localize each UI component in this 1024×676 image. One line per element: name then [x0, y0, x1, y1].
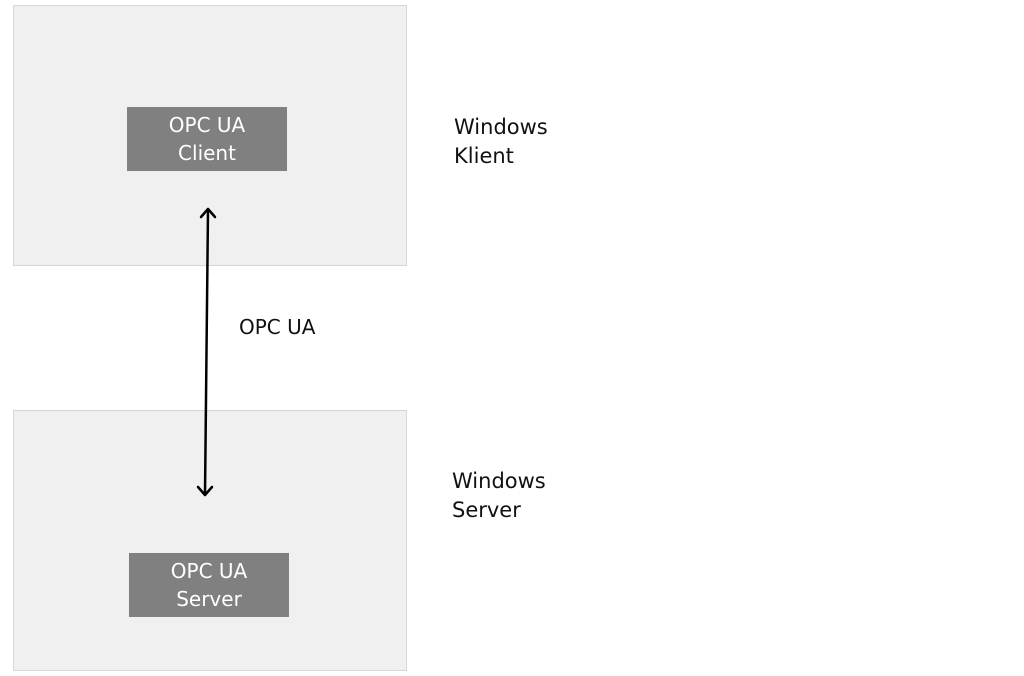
client-node-line-2: Client — [178, 141, 236, 165]
client-os-line-1: Windows — [454, 115, 548, 139]
connection-label: OPC UA — [239, 315, 316, 339]
opc-ua-client-node: OPC UA Client — [127, 107, 287, 171]
windows-server-label: Windows Server — [452, 467, 546, 525]
server-os-line-2: Server — [452, 498, 521, 522]
opc-ua-server-node: OPC UA Server — [129, 553, 289, 617]
server-node-line-1: OPC UA — [170, 559, 248, 583]
server-os-line-1: Windows — [452, 469, 546, 493]
client-node-line-1: OPC UA — [168, 113, 246, 137]
client-os-line-2: Klient — [454, 144, 514, 168]
windows-server-panel — [13, 410, 407, 671]
server-node-line-2: Server — [176, 587, 242, 611]
windows-client-label: Windows Klient — [454, 113, 548, 171]
